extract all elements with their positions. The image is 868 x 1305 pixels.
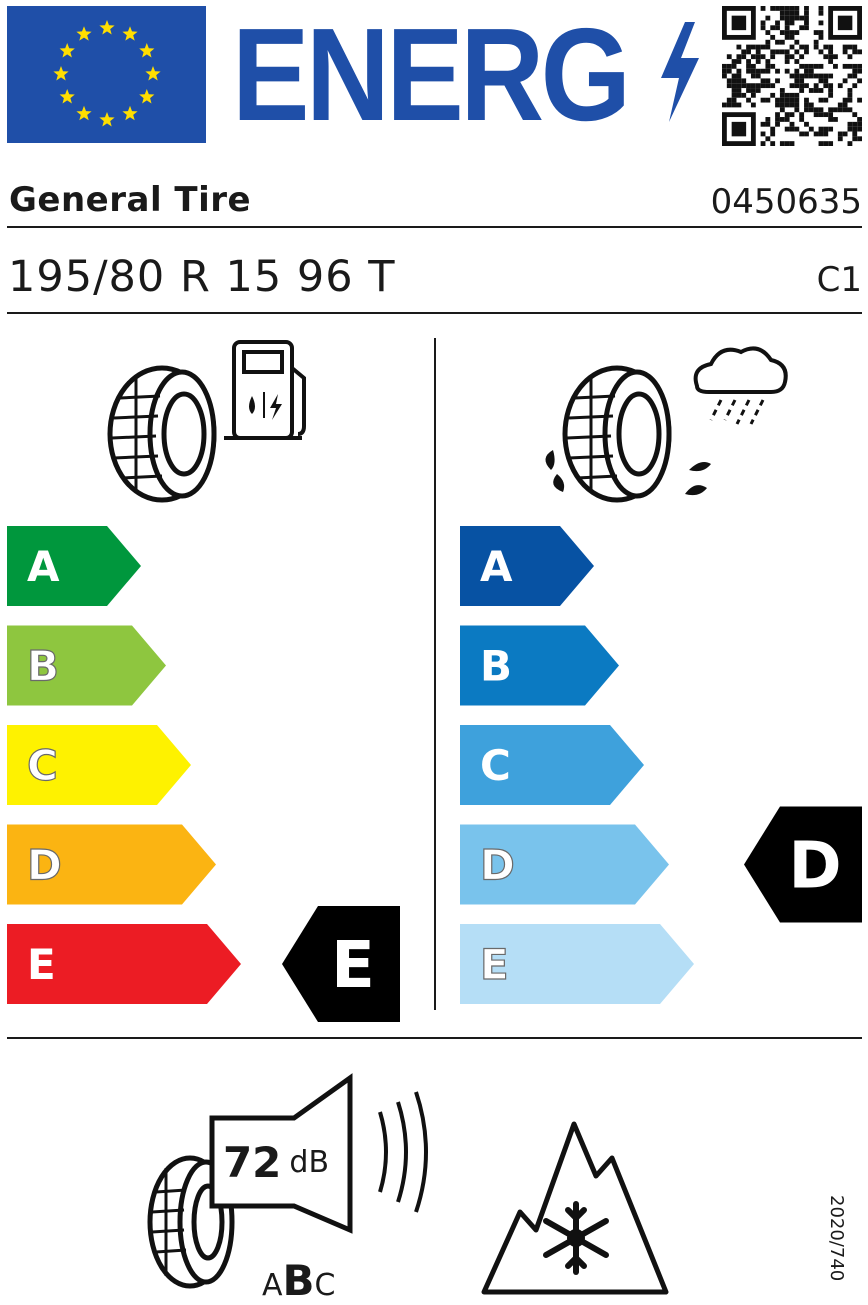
noise-class-b: B <box>282 1256 315 1305</box>
eu-star-icon <box>99 20 115 35</box>
eu-star-icon <box>59 89 75 104</box>
eu-star-icon <box>76 26 92 41</box>
rain-cloud-tyre-icon <box>545 346 788 503</box>
noise-value-box: 72 dB <box>212 1118 340 1206</box>
wet-class-c-label: C <box>480 741 511 790</box>
wet-class-c-bar <box>460 725 644 805</box>
lightning-bolt-icon <box>661 22 699 122</box>
eu-flag <box>7 6 206 143</box>
article-code: 0450635 <box>710 182 862 222</box>
regulation-number: 2020/740 <box>826 1195 847 1282</box>
fuel-pump-tyre-icon <box>107 340 306 503</box>
noise-unit: dB <box>289 1144 330 1180</box>
mountain-snowflake-icon <box>481 1121 669 1295</box>
eu-stars-icon <box>53 20 161 127</box>
wet-class-e-bar <box>460 924 694 1004</box>
fuel-class-b-bar <box>7 625 166 706</box>
wet-class-d-label: D <box>480 841 515 890</box>
fuel-class-b-label: B <box>27 642 59 691</box>
eu-star-icon <box>53 66 69 81</box>
speaker-tyre-icon <box>147 1073 428 1289</box>
wet-class-a-bar <box>460 526 594 606</box>
eu-star-icon <box>145 66 161 81</box>
noise-class: ABC <box>262 1256 336 1305</box>
fuel-class-c-label: C <box>27 741 58 790</box>
eu-star-icon <box>99 112 115 127</box>
eu-star-icon <box>122 105 138 121</box>
wet-rating-indicator <box>744 806 862 923</box>
tyre-brand: General Tire <box>9 180 252 220</box>
qr-code-icon[interactable] <box>722 6 862 146</box>
eu-star-icon <box>139 89 155 104</box>
tyre-class: C1 <box>816 260 862 300</box>
fuel-class-d-bar <box>7 824 216 905</box>
eu-star-icon <box>122 26 138 41</box>
fuel-rating-indicator <box>282 906 400 1022</box>
eu-star-icon <box>59 43 75 58</box>
fuel-class-e-label: E <box>27 940 56 989</box>
divider <box>7 226 862 228</box>
wet-class-a-label: A <box>480 542 513 591</box>
rating-scales: A B C D E E A B C D D E <box>7 526 862 1022</box>
fuel-class-a-label: A <box>27 542 60 591</box>
noise-value: 72 <box>222 1137 282 1187</box>
fuel-class-e-bar <box>7 924 241 1004</box>
wet-class-d-bar <box>460 824 669 905</box>
fuel-class-a-bar <box>7 526 141 606</box>
noise-class-a: A <box>262 1268 283 1303</box>
eu-star-icon <box>76 105 92 121</box>
energy-title: ENERG <box>232 1 631 148</box>
wet-rating-label: D <box>788 830 841 904</box>
column-divider <box>434 338 436 1010</box>
fuel-class-c-bar <box>7 725 191 805</box>
fuel-class-d-label: D <box>27 841 62 890</box>
divider <box>7 1037 862 1039</box>
noise-class-c: C <box>314 1268 336 1303</box>
eu-star-icon <box>139 43 155 58</box>
wet-class-e-label: E <box>480 940 509 989</box>
fuel-rating-label: E <box>331 929 375 1003</box>
wet-class-b-bar <box>460 625 619 706</box>
wet-class-b-label: B <box>480 642 512 691</box>
tyre-size: 195/80 R 15 96 T <box>8 252 396 302</box>
divider <box>7 312 862 314</box>
